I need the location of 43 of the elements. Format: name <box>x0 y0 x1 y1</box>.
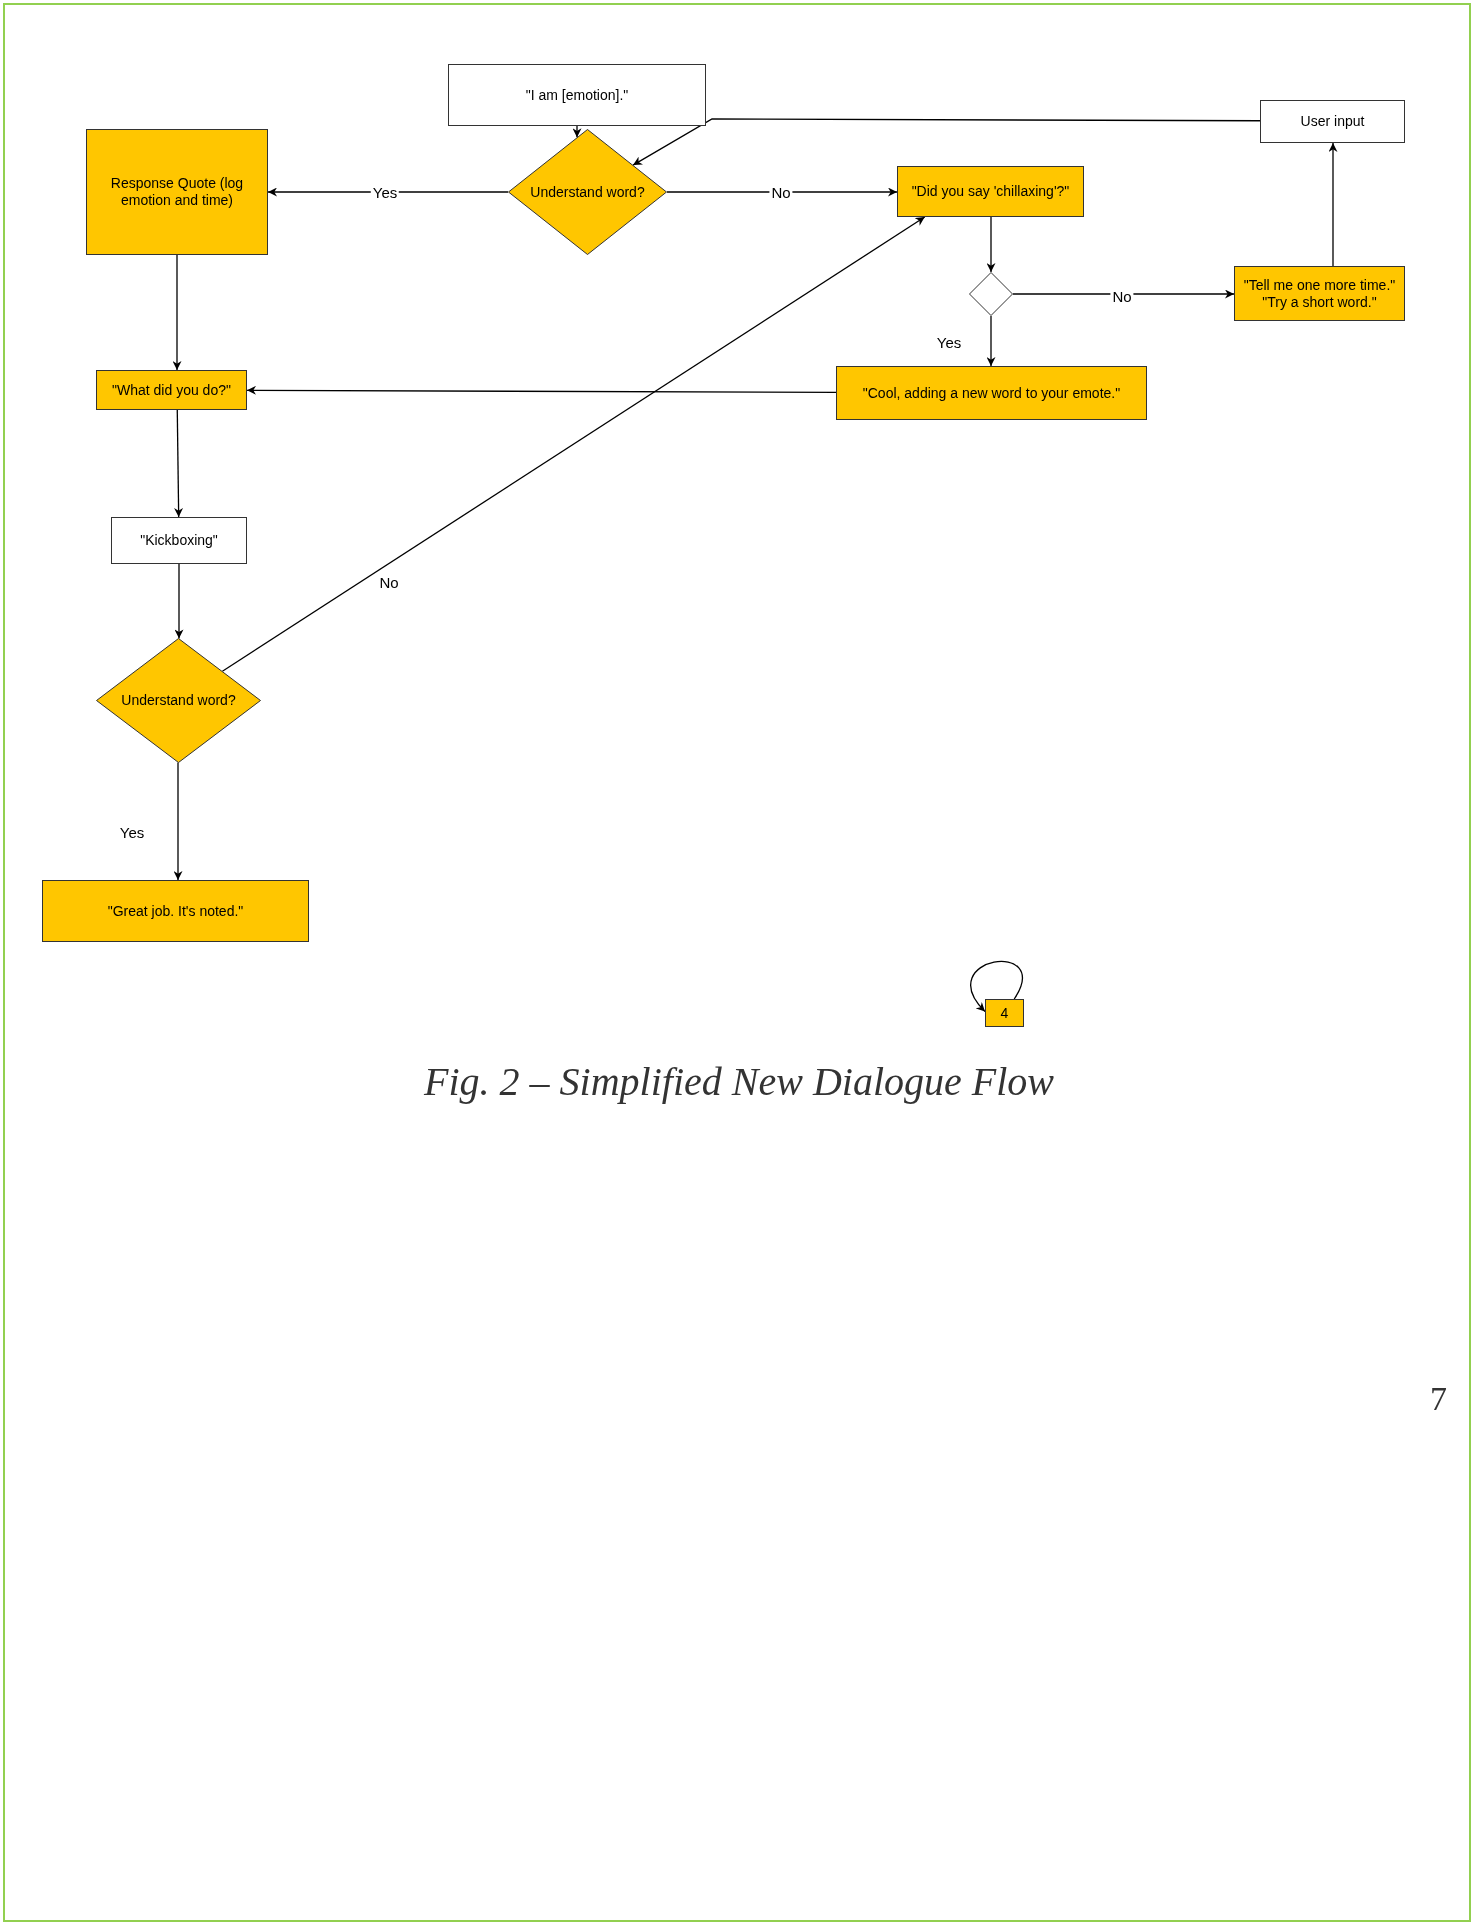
node-text: 4 <box>1000 1004 1009 1022</box>
arrow <box>1012 289 1235 299</box>
process-box <box>111 517 247 564</box>
process-box <box>448 64 706 126</box>
arrow <box>174 563 184 640</box>
process-box <box>96 370 247 410</box>
page-number: 7 <box>1430 1380 1447 1418</box>
arrow <box>572 125 582 138</box>
process-box <box>1260 100 1405 143</box>
process-box <box>897 166 1084 217</box>
arrow <box>1328 142 1338 267</box>
node-text: "Great job. It's noted." <box>107 902 244 920</box>
process-box <box>42 880 309 942</box>
decision-diamond <box>969 272 1013 316</box>
node-text: "Try a short word." <box>1262 293 1377 311</box>
arrow <box>172 254 182 371</box>
node-text: Response Quote (log emotion and time) <box>109 175 245 209</box>
process-box <box>1234 266 1405 321</box>
node-text: "What did you do?" <box>112 381 231 399</box>
node-text: User input <box>1300 113 1365 130</box>
node-text: "Tell me one more time." <box>1243 276 1396 294</box>
arrow <box>246 385 837 395</box>
node-text: "Cool, adding a new word to your emote." <box>862 384 1121 402</box>
node-text: "Did you say 'chillaxing'?" <box>911 183 1070 200</box>
arrow <box>666 187 898 197</box>
arrow <box>267 187 509 197</box>
arrow <box>221 216 926 672</box>
arrow <box>632 118 1261 166</box>
node-text: "I am [emotion]." <box>525 86 629 104</box>
process-box <box>86 129 268 255</box>
node-text: "Kickboxing" <box>140 532 218 549</box>
process-box <box>836 366 1147 420</box>
process-box <box>985 999 1024 1027</box>
arrow <box>986 216 996 273</box>
node-text: Understand word? <box>121 692 236 709</box>
figure-caption: Fig. 2 – Simplified New Dialogue Flow <box>423 1058 1055 1105</box>
node-text: Understand word? <box>530 183 645 201</box>
arrow <box>174 409 184 518</box>
arrow <box>986 315 996 367</box>
arrow <box>173 761 183 881</box>
arrow <box>970 960 1023 1013</box>
decision-diamond <box>508 129 667 255</box>
decision-diamond <box>96 638 261 763</box>
